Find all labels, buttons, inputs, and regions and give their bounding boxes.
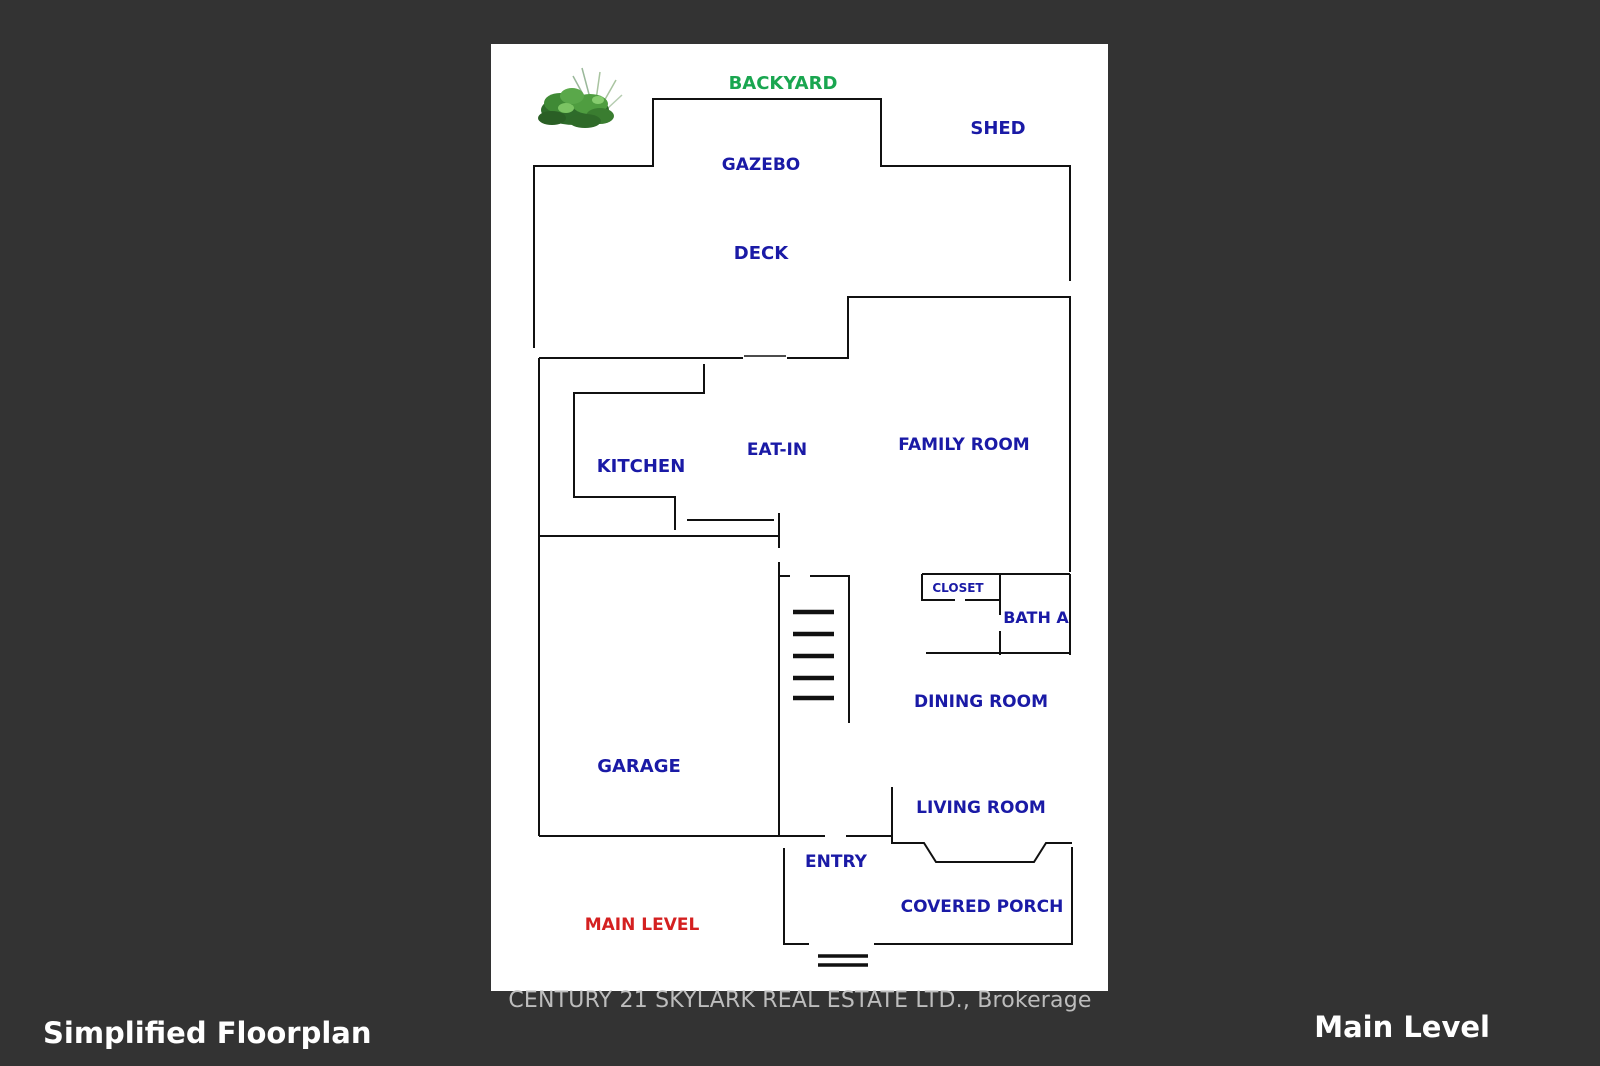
floorplan-sheet [491,44,1108,991]
dining-room-label: DINING ROOM [914,692,1048,712]
floorplan-walls [533,98,1073,945]
backyard-label: BACKYARD [729,73,838,94]
stairs-icon [793,609,834,701]
main-level-label: MAIN LEVEL [585,915,700,935]
closet-label: CLOSET [932,581,984,595]
plant-icon [538,67,623,128]
eat-in-label: EAT-IN [747,440,807,460]
garage-label: GARAGE [597,756,681,777]
deck-label: DECK [734,243,789,264]
brokerage-watermark: CENTURY 21 SKYLARK REAL ESTATE LTD., Bro… [508,988,1092,1013]
floorplan-title: Simplified Floorplan [43,1016,372,1050]
kitchen-label: KITCHEN [597,456,686,477]
front-step-icon [818,954,868,967]
level-title: Main Level [1314,1010,1490,1044]
covered-porch-label: COVERED PORCH [901,897,1064,917]
entry-label: ENTRY [805,852,868,872]
living-room-label: LIVING ROOM [916,798,1046,818]
bath-a-label: BATH A [1003,608,1069,627]
shed-label: SHED [970,118,1025,139]
family-room-label: FAMILY ROOM [898,435,1029,455]
gazebo-label: GAZEBO [722,155,800,175]
